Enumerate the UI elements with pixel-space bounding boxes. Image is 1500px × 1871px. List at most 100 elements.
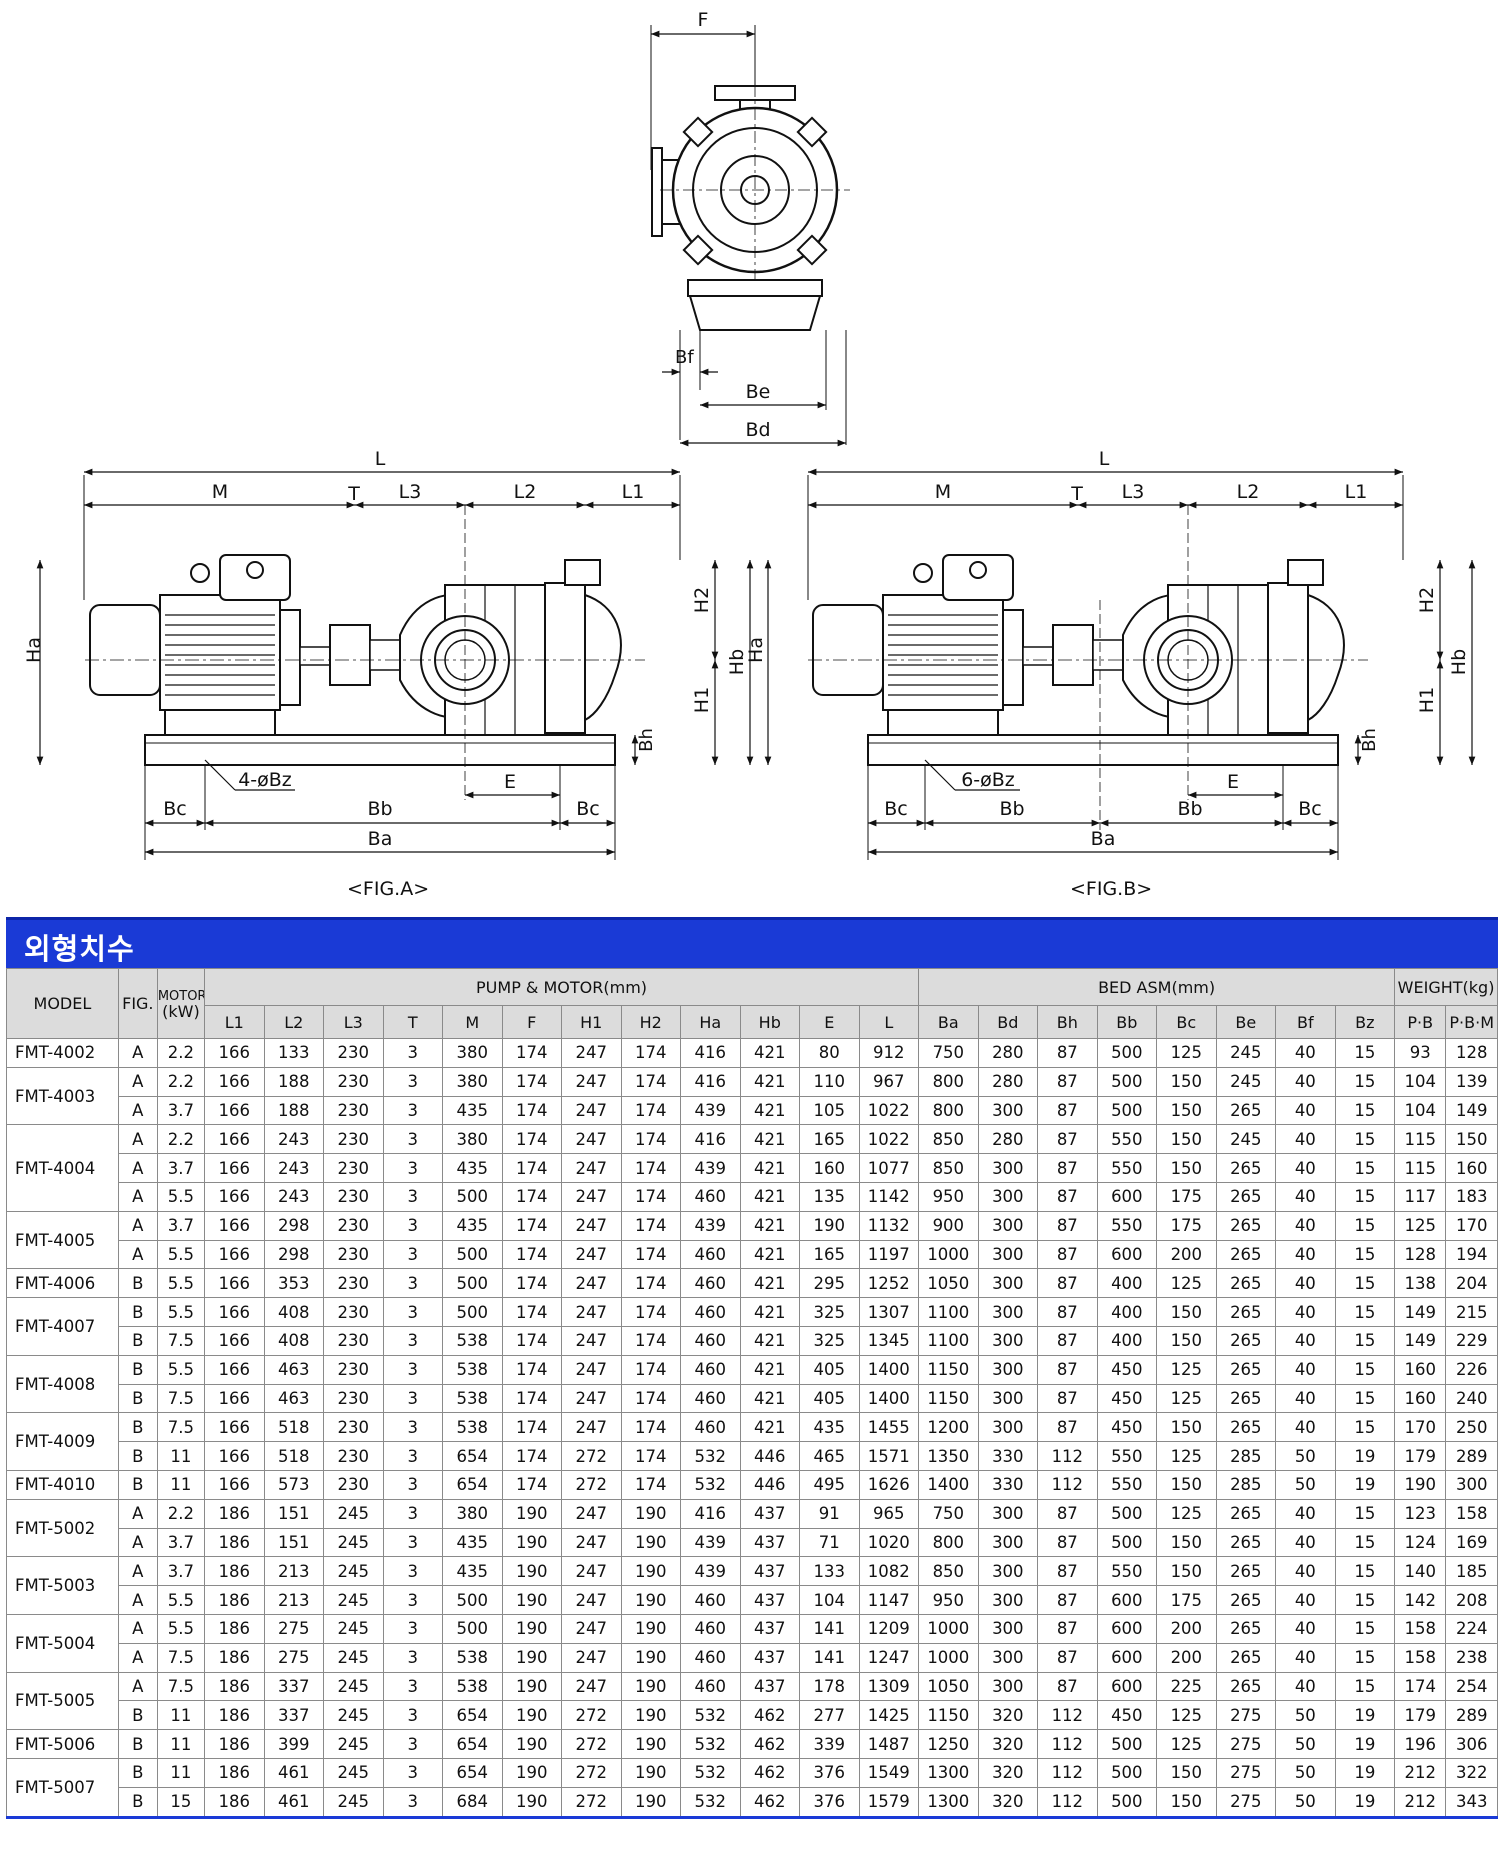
fig-b-drawing: L M T L3 L2 L1 Ha H1 H2 Hb Bh 6-øBz E Bc — [745, 448, 1476, 860]
value-cell: 50 — [1275, 1757, 1336, 1788]
value-cell: 230 — [323, 1354, 384, 1385]
value-cell: 1209 — [858, 1613, 920, 1644]
value-cell: 50 — [1275, 1729, 1336, 1759]
value-cell: 439 — [680, 1210, 741, 1241]
value-cell: 125 — [1156, 1268, 1217, 1299]
value-cell: 165 — [799, 1239, 860, 1270]
value-cell: 87 — [1037, 1095, 1098, 1126]
value-cell: 285 — [1215, 1469, 1277, 1500]
value-cell: 684 — [442, 1786, 503, 1818]
value-cell: 330 — [977, 1441, 1039, 1471]
value-cell: 190 — [620, 1585, 681, 1615]
value-cell: 175 — [1156, 1181, 1217, 1212]
dim-label-L2: L2 — [1237, 481, 1260, 503]
value-cell: 190 — [620, 1556, 681, 1587]
dimension-drawings: F Bf Be Bd L M T L3 — [23, 9, 1476, 860]
value-cell: 247 — [561, 1181, 622, 1212]
column-header: H1 — [561, 1005, 622, 1039]
value-cell: 40 — [1275, 1498, 1336, 1529]
value-cell: 40 — [1275, 1585, 1336, 1615]
value-cell: 230 — [323, 1181, 384, 1212]
value-cell: 437 — [739, 1556, 800, 1587]
column-header: P·B — [1394, 1005, 1447, 1039]
value-cell: 215 — [1445, 1297, 1498, 1327]
value-cell: 50 — [1275, 1441, 1336, 1471]
value-cell: 3 — [382, 1383, 443, 1414]
value-cell: 112 — [1037, 1700, 1098, 1731]
value-cell: 500 — [1096, 1095, 1158, 1126]
fig-cell: A — [117, 1066, 158, 1097]
value-cell: 150 — [1156, 1153, 1217, 1183]
value-cell: 128 — [1445, 1038, 1498, 1068]
value-cell: 174 — [620, 1412, 681, 1443]
value-cell: 1100 — [918, 1325, 979, 1356]
value-cell: 150 — [1156, 1412, 1217, 1443]
value-cell: 3 — [382, 1729, 443, 1759]
value-cell: 230 — [323, 1325, 384, 1356]
dim-label-L: L — [375, 448, 386, 470]
dim-label-Bb: Bb — [1177, 798, 1202, 820]
fig-cell: B — [117, 1441, 158, 1471]
value-cell: 376 — [799, 1786, 860, 1818]
value-cell: 150 — [1156, 1066, 1217, 1097]
value-cell: 380 — [442, 1124, 503, 1155]
value-cell: 495 — [799, 1469, 860, 1500]
value-cell: 654 — [442, 1700, 503, 1731]
value-cell: 166 — [204, 1354, 265, 1385]
value-cell: 289 — [1445, 1441, 1498, 1471]
value-cell: 245 — [323, 1729, 384, 1759]
header-motor: MOTOR(kW) — [156, 968, 206, 1039]
value-cell: 518 — [263, 1441, 324, 1471]
value-cell: 265 — [1215, 1153, 1277, 1183]
value-cell: 300 — [977, 1585, 1039, 1615]
dim-label-F: F — [698, 9, 709, 31]
value-cell: 1300 — [918, 1786, 979, 1818]
value-cell: 300 — [977, 1383, 1039, 1414]
value-cell: 190 — [501, 1729, 562, 1759]
value-cell: 405 — [799, 1354, 860, 1385]
value-cell: 125 — [1156, 1383, 1217, 1414]
value-cell: 247 — [561, 1066, 622, 1097]
column-header: L1 — [204, 1005, 265, 1039]
value-cell: 166 — [204, 1441, 265, 1471]
value-cell: 950 — [918, 1181, 979, 1212]
value-cell: 40 — [1275, 1268, 1336, 1299]
value-cell: 343 — [1445, 1786, 1498, 1818]
value-cell: 500 — [1096, 1066, 1158, 1097]
value-cell: 243 — [263, 1153, 324, 1183]
fig-cell: B — [117, 1412, 158, 1443]
value-cell: 174 — [620, 1153, 681, 1183]
value-cell: 254 — [1445, 1671, 1498, 1702]
fig-cell: B — [117, 1354, 158, 1385]
motor-cell: 5.5 — [156, 1613, 206, 1644]
value-cell: 247 — [561, 1297, 622, 1327]
value-cell: 166 — [204, 1210, 265, 1241]
value-cell: 295 — [799, 1268, 860, 1299]
dim-label-Bb: Bb — [367, 798, 392, 820]
value-cell: 178 — [799, 1671, 860, 1702]
value-cell: 600 — [1096, 1642, 1158, 1673]
value-cell: 19 — [1334, 1786, 1396, 1818]
value-cell: 230 — [323, 1383, 384, 1414]
value-cell: 460 — [680, 1642, 741, 1673]
value-cell: 500 — [1096, 1757, 1158, 1788]
value-cell: 166 — [204, 1181, 265, 1212]
value-cell: 140 — [1394, 1556, 1447, 1587]
fig-cell: A — [117, 1095, 158, 1126]
value-cell: 174 — [501, 1210, 562, 1241]
value-cell: 380 — [442, 1038, 503, 1068]
dim-label-L1: L1 — [622, 481, 645, 503]
value-cell: 160 — [799, 1153, 860, 1183]
value-cell: 300 — [977, 1239, 1039, 1270]
value-cell: 40 — [1275, 1038, 1336, 1068]
value-cell: 190 — [501, 1786, 562, 1818]
value-cell: 3 — [382, 1095, 443, 1126]
value-cell: 416 — [680, 1124, 741, 1155]
value-cell: 3 — [382, 1556, 443, 1587]
motor-cell: 2.2 — [156, 1066, 206, 1097]
value-cell: 532 — [680, 1757, 741, 1788]
value-cell: 460 — [680, 1297, 741, 1327]
value-cell: 117 — [1394, 1181, 1447, 1212]
